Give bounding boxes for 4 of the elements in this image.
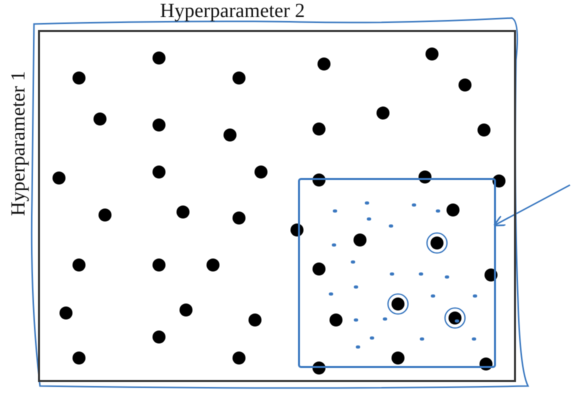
- axis-label: Hyperparameter 2: [160, 0, 305, 23]
- arrow: [493, 184, 570, 226]
- search-region-box: [298, 178, 496, 368]
- axis-label: Hyperparameter 1: [8, 70, 30, 218]
